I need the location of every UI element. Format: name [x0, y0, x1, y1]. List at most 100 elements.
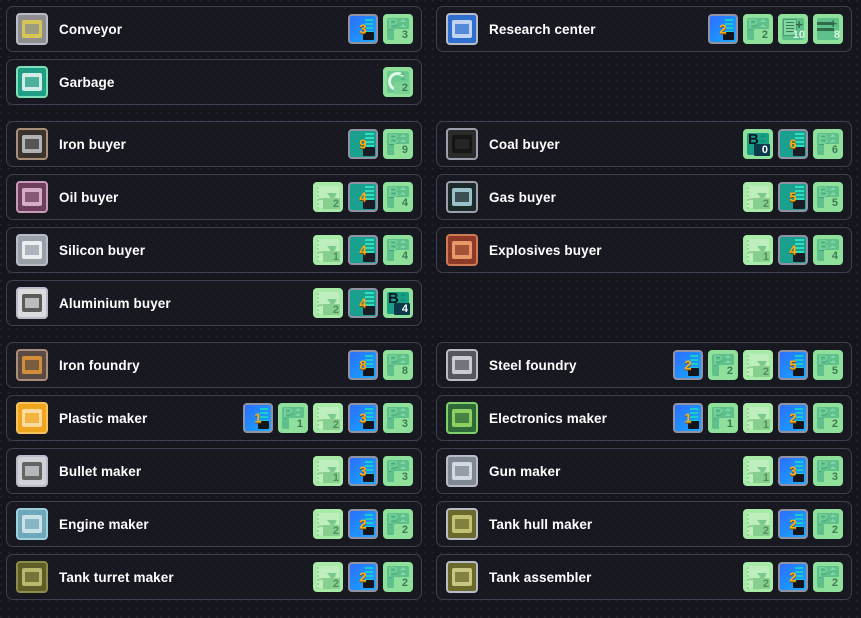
flask-badge[interactable]: 1 [313, 235, 343, 265]
plastic-maker-icon[interactable] [16, 402, 48, 434]
iron-foundry-icon[interactable] [16, 349, 48, 381]
flask-badge[interactable]: 1 [743, 456, 773, 486]
teal-badge[interactable]: 4 [778, 235, 808, 265]
research-center-icon[interactable] [446, 13, 478, 45]
blue-badge[interactable]: 8 [348, 350, 378, 380]
engine-maker-icon[interactable] [16, 508, 48, 540]
bars-badge[interactable]: +8 [813, 14, 843, 44]
teal-badge[interactable]: 6 [778, 129, 808, 159]
teal-badge[interactable]: 9 [348, 129, 378, 159]
doc-badge[interactable]: +10 [778, 14, 808, 44]
flask-badge[interactable]: 1 [743, 403, 773, 433]
blue-badge[interactable]: 2 [778, 562, 808, 592]
blue-badge[interactable]: 2 [348, 509, 378, 539]
blue-badge[interactable]: 2 [673, 350, 703, 380]
blue-badge[interactable]: 1 [673, 403, 703, 433]
blue-badge[interactable]: 2 [778, 403, 808, 433]
gun-maker-icon[interactable] [446, 455, 478, 487]
flask-badge[interactable]: 1 [743, 235, 773, 265]
teal-badge[interactable]: 5 [778, 182, 808, 212]
flask-badge[interactable]: 2 [313, 403, 343, 433]
flask-badge[interactable]: 2 [743, 562, 773, 592]
silicon-crystal-icon[interactable] [16, 234, 48, 266]
oil-barrel-icon[interactable] [16, 181, 48, 213]
garbage-recycle-icon[interactable] [16, 66, 48, 98]
teal-badge[interactable]: 4 [348, 182, 378, 212]
iron-ore-icon[interactable] [16, 128, 48, 160]
tank-turret-icon[interactable] [16, 561, 48, 593]
flask-badge[interactable]: 2 [313, 562, 343, 592]
blue-badge[interactable]: 5 [778, 350, 808, 380]
blue-badge[interactable]: 3 [348, 14, 378, 44]
blue-badge[interactable]: 3 [348, 403, 378, 433]
conveyor-icon[interactable] [16, 13, 48, 45]
blue-badge[interactable]: 1 [243, 403, 273, 433]
steel-foundry-icon[interactable] [446, 349, 478, 381]
recycle-badge[interactable]: 2 [383, 67, 413, 97]
blue-badge[interactable]: 2 [778, 509, 808, 539]
coal-icon[interactable] [446, 128, 478, 160]
teal-badge[interactable]: 4 [348, 288, 378, 318]
tank-hull-icon[interactable] [446, 508, 478, 540]
blue-badge[interactable]: 2 [708, 14, 738, 44]
flask-badge[interactable]: 2 [743, 509, 773, 539]
flask-badge[interactable]: 2 [743, 350, 773, 380]
explosives-icon[interactable] [446, 234, 478, 266]
aluminium-ingots-icon[interactable] [16, 287, 48, 319]
tank-assembler-icon[interactable] [446, 561, 478, 593]
blue-badge[interactable]: 2 [348, 562, 378, 592]
flask-badge[interactable]: 1 [313, 456, 343, 486]
teal-badge[interactable]: 4 [348, 235, 378, 265]
gas-flames-icon[interactable] [446, 181, 478, 213]
flask-badge[interactable]: 2 [313, 288, 343, 318]
blue-badge[interactable]: 3 [348, 456, 378, 486]
flask-badge[interactable]: 2 [313, 182, 343, 212]
electronics-maker-icon[interactable] [446, 402, 478, 434]
blue-badge[interactable]: 3 [778, 456, 808, 486]
flask-badge[interactable]: 2 [313, 509, 343, 539]
flask-badge[interactable]: 2 [743, 182, 773, 212]
